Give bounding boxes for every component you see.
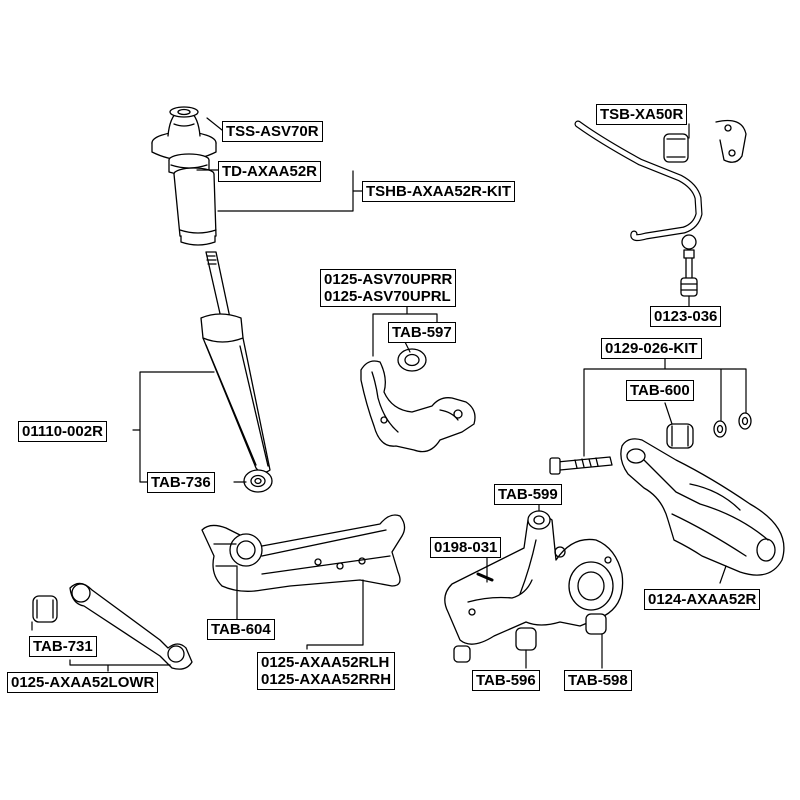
- label-0198-031: 0198-031: [430, 537, 502, 558]
- label-tab-604: TAB-604: [207, 619, 275, 640]
- label-tab-731: TAB-731: [29, 636, 97, 657]
- label-tab-600: TAB-600: [626, 380, 694, 401]
- label-tshb-axaa52r-kit: TSHB-AXAA52R-KIT: [362, 181, 516, 202]
- stabilizer-bar-part: [574, 119, 747, 242]
- knuckle-part: [444, 510, 624, 663]
- dust-boot-part: [173, 167, 217, 246]
- label-0125-axaa52r: 0125-AXAA52RLH 0125-AXAA52RRH: [257, 652, 396, 690]
- label-0125-asv70upr: 0125-ASV70UPRR 0125-ASV70UPRL: [320, 269, 457, 307]
- label-0125-axaa52lowr: 0125-AXAA52LOWR: [7, 672, 159, 693]
- label-0125-axaa52rlh: 0125-AXAA52RLH: [261, 654, 390, 671]
- label-01110-002r: 01110-002R: [18, 421, 107, 442]
- label-tab-599: TAB-599: [494, 484, 562, 505]
- stabilizer-link-part: [680, 234, 698, 297]
- label-0124-axaa52r: 0124-AXAA52R: [644, 589, 761, 610]
- upper-arm-part: [360, 348, 476, 453]
- label-0125-asv70uprl: 0125-ASV70UPRL: [324, 288, 451, 305]
- label-0125-asv70uprr: 0125-ASV70UPRR: [324, 271, 453, 288]
- label-td-axaa52r: TD-AXAA52R: [218, 161, 322, 182]
- trailing-arm-part: [201, 514, 406, 592]
- label-tab-597: TAB-597: [388, 322, 456, 343]
- top-mount-part: [151, 106, 217, 161]
- label-tab-736: TAB-736: [147, 472, 215, 493]
- label-tss-asv70r: TSS-ASV70R: [222, 121, 323, 142]
- shock-absorber-part: [200, 251, 273, 493]
- label-tsb-xa50r: TSB-XA50R: [596, 104, 688, 125]
- label-tab-598: TAB-598: [564, 670, 632, 691]
- label-0125-axaa52rrh: 0125-AXAA52RRH: [261, 671, 392, 688]
- bolt-kit-part: [549, 412, 752, 475]
- lower-link-part: [32, 582, 193, 670]
- label-0123-036: 0123-036: [650, 306, 722, 327]
- lower-arm-right-part: [620, 438, 785, 576]
- label-0129-026-kit: 0129-026-KIT: [601, 338, 702, 359]
- label-tab-596: TAB-596: [472, 670, 540, 691]
